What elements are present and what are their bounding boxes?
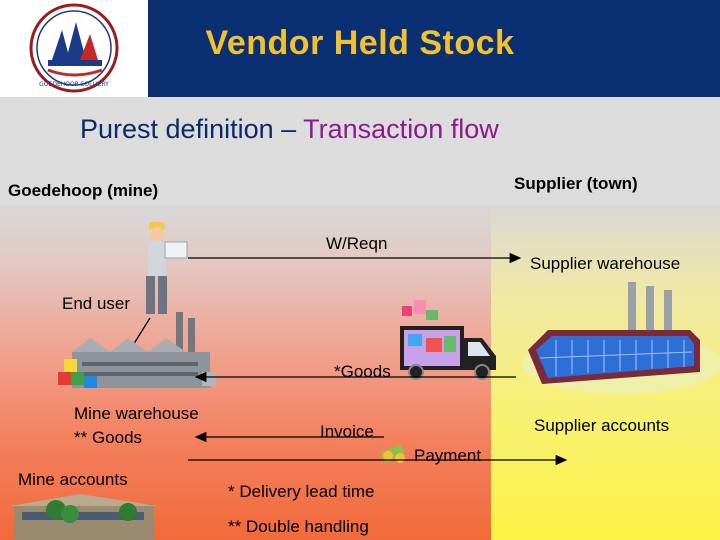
worker-icon (146, 222, 188, 314)
end-user-label: End user (62, 294, 131, 313)
supplier-accounts-label: Supplier accounts (534, 416, 670, 435)
invoice-label: Invoice (320, 422, 374, 441)
mine-side-heading: Goedehoop (mine) (8, 181, 159, 200)
double-handling-note: ** Double handling (228, 517, 369, 536)
logo-icon: GOEDEHOOP COLLIERY (29, 3, 119, 93)
subtitle-band (0, 97, 720, 205)
subtitle-part1: Purest definition – (80, 114, 304, 144)
supplier-side-heading: Supplier (town) (514, 174, 638, 193)
slide-title: Vendor Held Stock (205, 24, 515, 62)
supplier-warehouse-label: Supplier warehouse (530, 254, 681, 273)
delivery-lead-time-note: * Delivery lead time (228, 482, 375, 501)
logo-panel: GOEDEHOOP COLLIERY (0, 0, 148, 97)
logo-text: GOEDEHOOP COLLIERY (39, 81, 109, 88)
slide-subtitle: Purest definition – Transaction flow (80, 114, 499, 145)
mine-warehouse-icon (58, 312, 216, 388)
wreqn-label: W/Reqn (326, 234, 388, 253)
goods-label: *Goods (334, 362, 391, 381)
mine-warehouse-label: Mine warehouse (74, 404, 199, 423)
mine-accounts-label: Mine accounts (18, 470, 128, 489)
supplier-factory-icon (522, 282, 720, 394)
mine-goods-label: ** Goods (74, 428, 143, 447)
subtitle-part2: Transaction flow (303, 114, 499, 144)
payment-label: Payment (414, 446, 482, 465)
mine-accounts-building-icon (10, 494, 158, 540)
delivery-truck-icon (400, 300, 496, 380)
